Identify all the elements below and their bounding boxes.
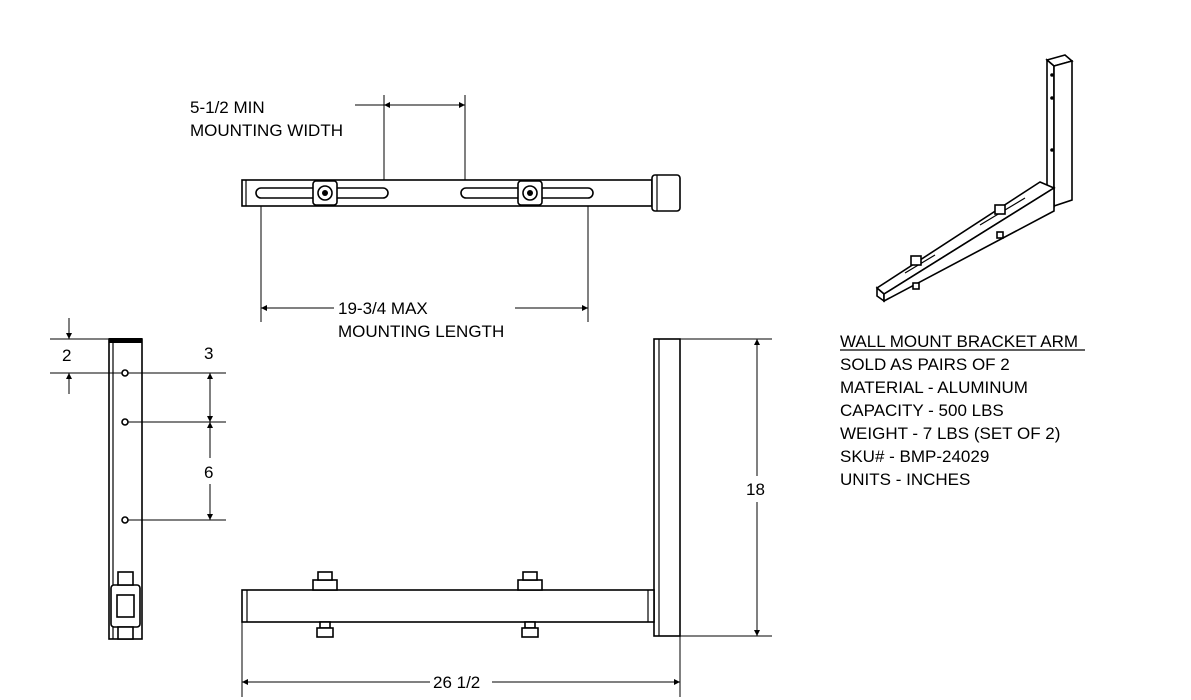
isometric-view — [875, 54, 1074, 303]
front-view-upright — [653, 338, 681, 637]
top-view: 5-1/2 MIN MOUNTING WIDTH 19-3/4 MAX MOUN… — [190, 95, 681, 341]
vertical-height-label: 18 — [746, 480, 765, 499]
notes-line-1: SOLD AS PAIRS OF 2 — [840, 355, 1010, 374]
notes-line-3: CAPACITY - 500 LBS — [840, 401, 1004, 420]
hole-spacing-2-label: 6 — [204, 463, 213, 482]
notes-line-5: SKU# - BMP-24029 — [840, 447, 989, 466]
side-view: 2 3 6 — [50, 318, 226, 640]
max-length-label-line2: MOUNTING LENGTH — [338, 322, 504, 341]
front-view-arm — [241, 589, 655, 623]
horizontal-length-label: 26 1/2 — [433, 673, 480, 692]
iso-bolt-right — [994, 204, 1006, 215]
front-view: 18 26 1/2 — [241, 338, 772, 697]
notes-line-6: UNITS - INCHES — [840, 470, 970, 489]
mount-hole-2 — [121, 418, 129, 426]
top-offset-label: 2 — [62, 346, 71, 365]
min-width-label-line1: 5-1/2 MIN — [190, 98, 265, 117]
hole-spacing-1-label: 3 — [204, 344, 213, 363]
min-width-label-line2: MOUNTING WIDTH — [190, 121, 343, 140]
notes-block: WALL MOUNT BRACKET ARM SOLD AS PAIRS OF … — [840, 332, 1085, 489]
end-cap — [651, 174, 681, 212]
notes-line-2: MATERIAL - ALUMINUM — [840, 378, 1028, 397]
max-length-label-line1: 19-3/4 MAX — [338, 299, 428, 318]
mount-hole-1 — [121, 369, 129, 377]
notes-title: WALL MOUNT BRACKET ARM — [840, 332, 1078, 351]
mount-hole-3 — [121, 516, 129, 524]
iso-bolt-left — [910, 255, 922, 266]
notes-line-4: WEIGHT - 7 LBS (SET OF 2) — [840, 424, 1060, 443]
